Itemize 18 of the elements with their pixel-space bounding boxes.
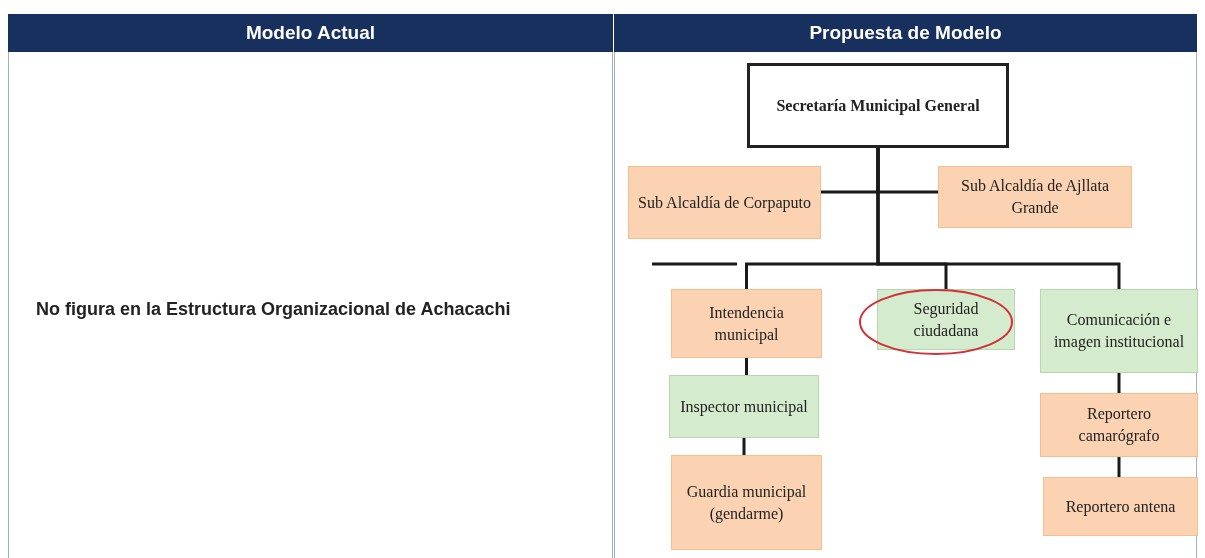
connector-line bbox=[1117, 373, 1121, 393]
org-box: Sub Alcaldía de Corpaputo bbox=[628, 166, 821, 239]
connector-line bbox=[745, 358, 748, 375]
org-box: Sub Alcaldía de Ajllata Grande bbox=[938, 166, 1132, 228]
org-box: Guardia municipal (gendarme) bbox=[671, 455, 822, 550]
org-box: Reportero camarógrafo bbox=[1040, 393, 1198, 457]
connector-line bbox=[1117, 457, 1121, 477]
connector-line bbox=[742, 438, 746, 455]
connector-line bbox=[876, 148, 1121, 289]
table-cell-text: No figura en la Estructura Organizacional de Achacachi bbox=[36, 299, 511, 320]
org-box: Seguridad ciudadana bbox=[877, 289, 1015, 350]
org-box: Comunicación e imagen institucional bbox=[1040, 289, 1198, 373]
org-box: Inspector municipal bbox=[669, 375, 819, 438]
org-box: Intendencia municipal bbox=[671, 289, 822, 358]
org-box: Reportero antena bbox=[1043, 477, 1198, 536]
column-header: Propuesta de Modelo bbox=[614, 14, 1197, 52]
org-box: Secretaría Municipal General bbox=[747, 63, 1009, 148]
column-header: Modelo Actual bbox=[8, 14, 613, 52]
